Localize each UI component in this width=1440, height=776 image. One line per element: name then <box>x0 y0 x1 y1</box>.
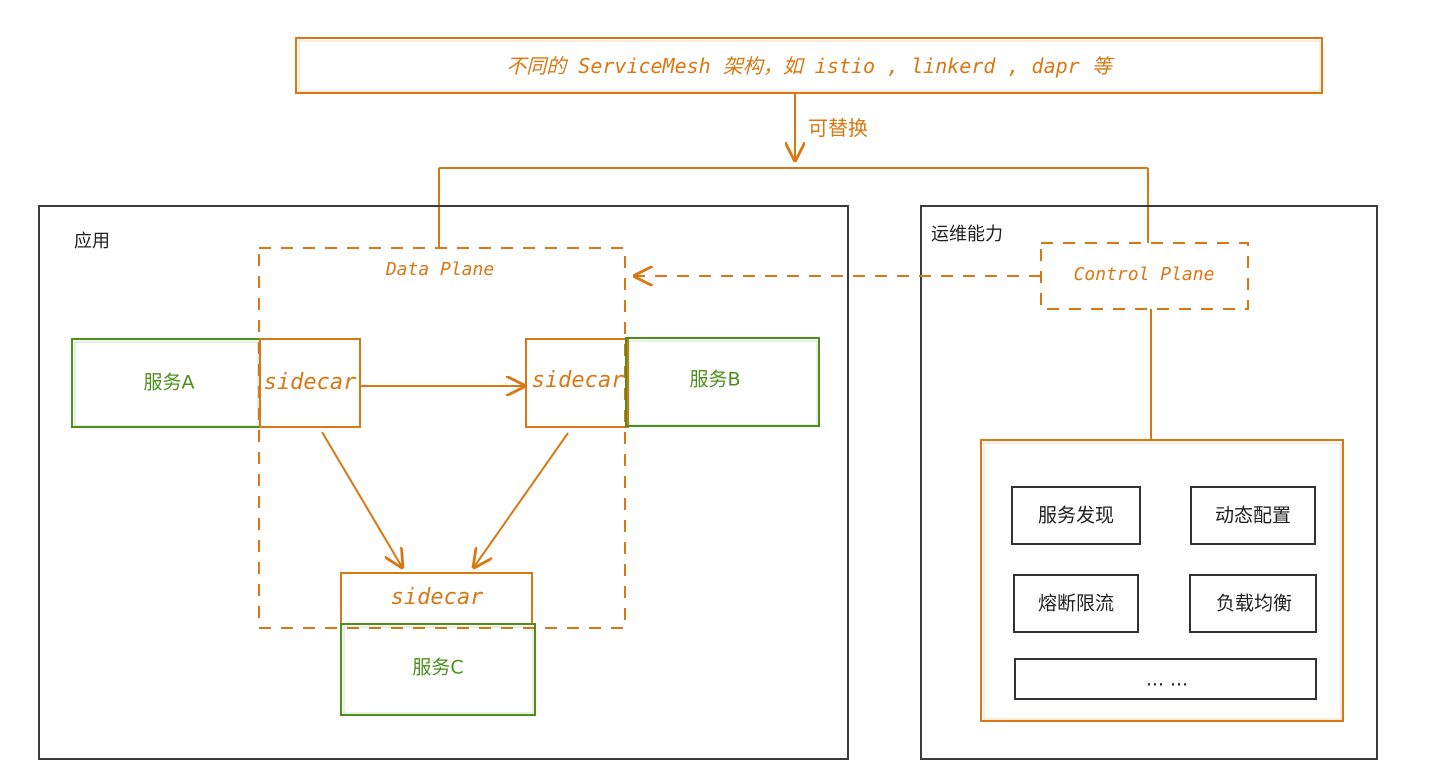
top-banner-box-shadow <box>298 40 1321 92</box>
service-b-label: 服务B <box>689 368 741 391</box>
control-plane-title: Control Plane <box>1073 264 1215 285</box>
service-c-box <box>340 623 536 716</box>
sidecar-b-to-c-arrow <box>474 432 569 567</box>
app-panel <box>38 205 849 760</box>
service-a-label: 服务A <box>143 371 195 394</box>
ops-panel <box>920 205 1378 760</box>
ops-capabilities-box <box>980 439 1344 722</box>
top-banner-text: 不同的 ServiceMesh 架构，如 istio , linkerd , d… <box>506 54 1112 78</box>
ops-item-dynamic-config-box <box>1190 486 1316 545</box>
sidecar-b-box <box>525 338 629 428</box>
sidecar-c-label: sidecar <box>390 585 484 610</box>
app-panel-title: 应用 <box>74 231 110 252</box>
data-plane-title: Data Plane <box>385 259 495 280</box>
service-c-label: 服务C <box>412 656 464 679</box>
service-a-box-shadow <box>74 341 259 427</box>
ops-item-service-discovery-box <box>1011 486 1141 545</box>
ops-item-service-discovery-label: 服务发现 <box>1037 504 1115 527</box>
sidecar-b-label: sidecar <box>531 368 625 393</box>
ops-item-more-label: ... ... <box>1145 668 1189 691</box>
sidecar-a-to-c-arrow <box>321 431 402 567</box>
ops-item-circuit-breaker-label: 熔断限流 <box>1037 592 1115 615</box>
ops-item-load-balancer-box <box>1189 574 1317 633</box>
ops-item-load-balancer-label: 负载均衡 <box>1215 592 1293 615</box>
top-banner-box <box>295 37 1323 94</box>
service-b-box-shadow <box>628 340 818 426</box>
ops-item-dynamic-config-label: 动态配置 <box>1214 504 1292 527</box>
service-b-box <box>625 337 820 427</box>
ops-item-circuit-breaker-box <box>1013 574 1139 633</box>
data-plane-box <box>258 247 626 629</box>
sidecar-a-label: sidecar <box>263 370 357 395</box>
ops-panel-title: 运维能力 <box>931 224 1003 245</box>
ops-capabilities-box-shadow <box>983 442 1342 720</box>
replaceable-label: 可替换 <box>808 116 868 140</box>
ops-item-more-box <box>1014 658 1317 700</box>
service-c-box-shadow <box>343 626 534 714</box>
sidecar-a-box <box>259 338 361 428</box>
